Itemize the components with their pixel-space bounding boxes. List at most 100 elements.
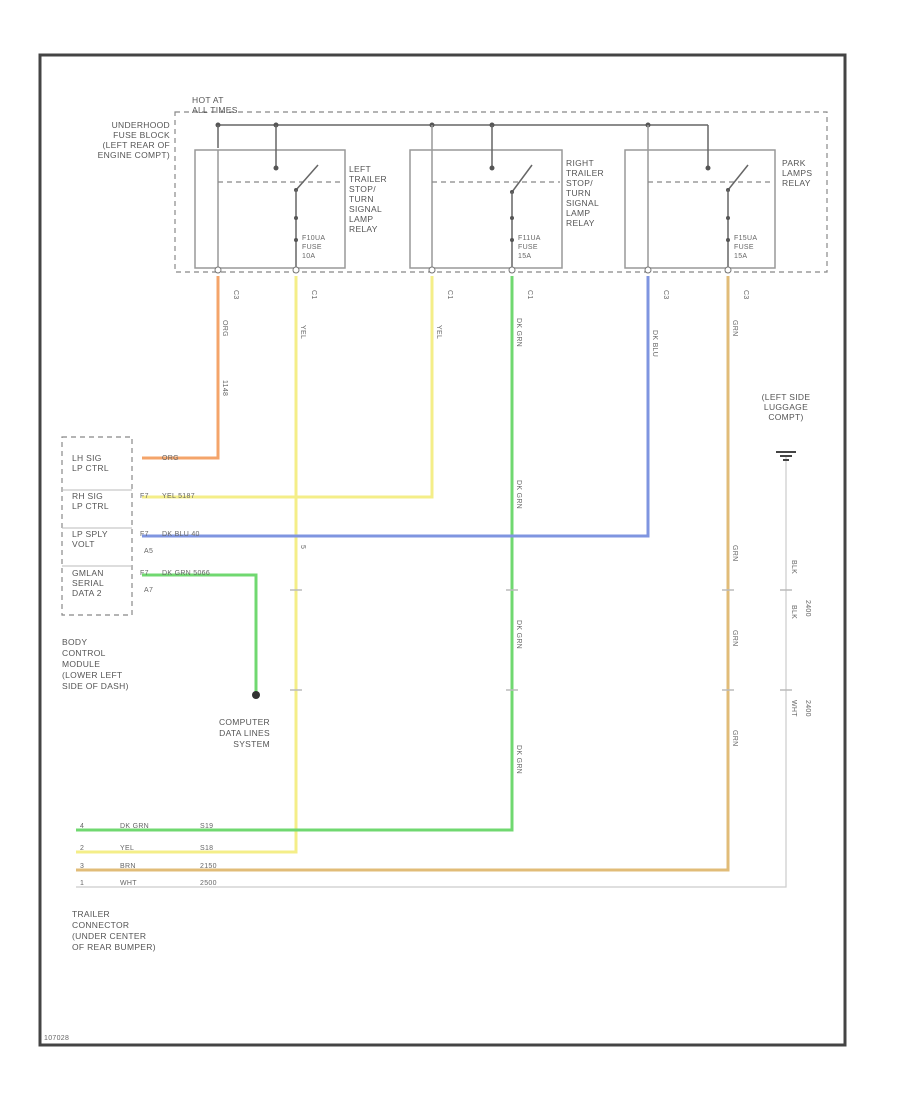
wire-label-yellow: YEL bbox=[299, 325, 306, 339]
hot-at-all-times-label: ALL TIMES bbox=[192, 105, 238, 115]
relay-name-label: TRAILER bbox=[566, 168, 604, 178]
relay-name-label: LEFT bbox=[349, 164, 371, 174]
fuse-label: FUSE bbox=[302, 244, 322, 251]
relay-name-label: RELAY bbox=[782, 178, 811, 188]
trailer-connector-caption: (UNDER CENTER bbox=[72, 931, 146, 941]
fuse-label: FUSE bbox=[734, 244, 754, 251]
wire-serial-data bbox=[142, 573, 258, 692]
trailer-circuit: S18 bbox=[200, 845, 213, 852]
ground-circuit-label: 2400 bbox=[804, 700, 811, 717]
fuse-block-label: UNDERHOOD bbox=[112, 120, 170, 130]
trailer-pin: 4 bbox=[80, 823, 84, 830]
bcm-caption: BODY bbox=[62, 637, 87, 647]
bcm-pin-label: LP CTRL bbox=[72, 501, 109, 511]
relay-name-label: SIGNAL bbox=[349, 204, 382, 214]
fuse-block-label: (LEFT REAR OF bbox=[102, 140, 170, 150]
ground-wire-label: BLK bbox=[790, 560, 797, 574]
diagram-id: 107028 bbox=[44, 1035, 69, 1042]
trailer-wire-color: BRN bbox=[120, 863, 136, 870]
computer-data-label: SYSTEM bbox=[233, 739, 270, 749]
relay-1 bbox=[194, 125, 346, 269]
bcm-pin-dividers bbox=[62, 489, 132, 567]
relay-name-label: TRAILER bbox=[349, 174, 387, 184]
bcm-pin-prefix: F7 bbox=[140, 493, 149, 500]
trailer-wire-color: DK GRN bbox=[120, 823, 149, 830]
wire-label-yellow: 5 bbox=[299, 545, 306, 549]
relay-name-label: STOP/ bbox=[566, 178, 593, 188]
trailer-pin: 1 bbox=[80, 880, 84, 887]
relay-name-label: TURN bbox=[566, 188, 591, 198]
bcm-pin-label: DATA 2 bbox=[72, 588, 102, 598]
bcm-wire-label: ORG bbox=[162, 455, 179, 462]
ground-symbol bbox=[776, 451, 796, 461]
fuse-label: 10A bbox=[302, 253, 315, 260]
wire-label-orange: 1148 bbox=[221, 380, 228, 396]
trailer-connector-caption: OF REAR BUMPER) bbox=[72, 942, 156, 952]
relay-name-label: TURN bbox=[349, 194, 374, 204]
relay-name-label: LAMP bbox=[566, 208, 590, 218]
fuse-label: 15A bbox=[518, 253, 531, 260]
wire-green bbox=[76, 276, 514, 832]
wire-blue bbox=[142, 276, 650, 538]
wire-orange bbox=[142, 276, 220, 460]
ground-location-label: (LEFT SIDE bbox=[762, 392, 811, 402]
fuse-block-label: FUSE BLOCK bbox=[113, 130, 170, 140]
wire-tan bbox=[76, 276, 730, 872]
terminal-label: C3 bbox=[742, 290, 749, 300]
wire-label-tan: GRN bbox=[731, 630, 738, 646]
bcm-pin-label: VOLT bbox=[72, 539, 95, 549]
bcm-wire-label: DK BLU 40 bbox=[162, 531, 200, 538]
trailer-circuit: 2150 bbox=[200, 863, 217, 870]
wire-label-green: DK GRN bbox=[515, 318, 522, 347]
trailer-circuit: S19 bbox=[200, 823, 213, 830]
wire-label-orange: ORG bbox=[221, 320, 228, 337]
terminal-markers bbox=[214, 266, 732, 274]
wire-label-blue: DK BLU bbox=[651, 330, 658, 357]
fuse-label: 15A bbox=[734, 253, 747, 260]
relay-name-label: LAMP bbox=[349, 214, 373, 224]
hot-at-all-times-label: HOT AT bbox=[192, 95, 224, 105]
wire-label-green: DK GRN bbox=[515, 745, 522, 774]
bcm-pin-prefix: F7 bbox=[140, 531, 149, 538]
computer-data-label: COMPUTER bbox=[219, 717, 270, 727]
trailer-circuit: 2500 bbox=[200, 880, 217, 887]
wire-label-green: DK GRN bbox=[515, 620, 522, 649]
inline-connectors bbox=[290, 589, 792, 691]
ground-wire-label: BLK bbox=[790, 605, 797, 619]
bcm-pin-label: LH SIG bbox=[72, 453, 102, 463]
wire-label-green: DK GRN bbox=[515, 480, 522, 509]
fuse-block-label: ENGINE COMPT) bbox=[98, 150, 170, 160]
diagram-frame bbox=[38, 53, 847, 1047]
ground-location-label: COMPT) bbox=[768, 412, 803, 422]
trailer-wire-color: YEL bbox=[120, 845, 134, 852]
bcm-caption: MODULE bbox=[62, 659, 100, 669]
wire-label-tan: GRN bbox=[731, 320, 738, 336]
relay-name-label: PARK bbox=[782, 158, 806, 168]
ground-circuit-label: 2400 bbox=[804, 600, 811, 617]
wire-label-yellow: YEL bbox=[435, 325, 442, 339]
fuse-label: F11UA bbox=[518, 235, 541, 242]
bcm-caption: CONTROL bbox=[62, 648, 106, 658]
wire-yellow-left bbox=[76, 276, 298, 854]
relay-name-label: SIGNAL bbox=[566, 198, 599, 208]
bcm-caption: (LOWER LEFT bbox=[62, 670, 122, 680]
computer-data-terminal bbox=[252, 691, 260, 699]
terminal-label: C3 bbox=[662, 290, 669, 300]
bcm-pin-label: SERIAL bbox=[72, 578, 104, 588]
terminal-label: C3 bbox=[232, 290, 239, 300]
bcm-wire-label: DK GRN 5066 bbox=[162, 570, 210, 577]
trailer-pin: 2 bbox=[80, 845, 84, 852]
bcm-caption: SIDE OF DASH) bbox=[62, 681, 129, 691]
relay-name-label: STOP/ bbox=[349, 184, 376, 194]
bcm-wire-label: YEL 5187 bbox=[162, 493, 195, 500]
bcm-pin-label: LP CTRL bbox=[72, 463, 109, 473]
fuse-label: FUSE bbox=[518, 244, 538, 251]
relay-3 bbox=[624, 125, 776, 269]
trailer-connector-caption: TRAILER bbox=[72, 909, 110, 919]
bcm-pin-number: A7 bbox=[144, 587, 153, 594]
wire-label-tan: GRN bbox=[731, 730, 738, 746]
wire-ground bbox=[76, 455, 787, 888]
ground-location-label: LUGGAGE bbox=[764, 402, 808, 412]
